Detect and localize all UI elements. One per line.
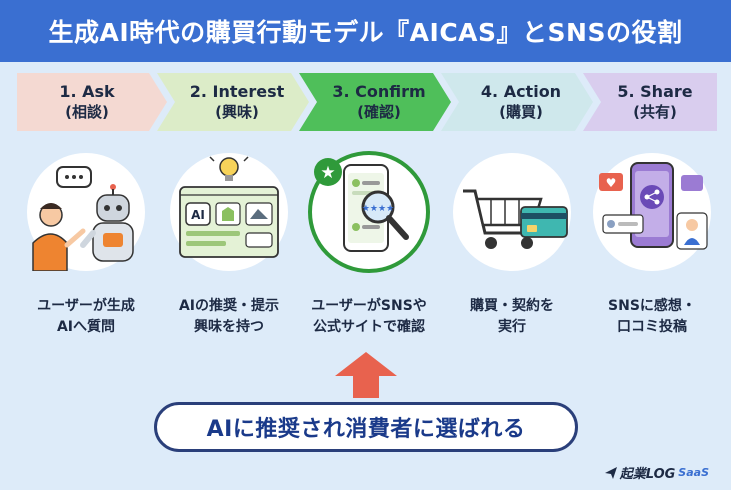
step-5-caption: SNSに感想・ 口コミ投稿 xyxy=(582,296,722,338)
step-2-caption-line1: AIの推奨・提示 xyxy=(178,298,280,314)
step-2-caption-line2: 興味を持つ xyxy=(194,319,264,335)
brand-logo: 起業LOG SaaS xyxy=(604,463,709,482)
brand-suffix: SaaS xyxy=(678,466,709,479)
step-1-caption-line1: ユーザーが生成 xyxy=(37,298,135,314)
step-2-title: 2. Interest xyxy=(189,82,285,101)
step-4-title: 4. Action xyxy=(480,82,562,101)
step-4: 4. Action (購買) xyxy=(451,73,591,131)
step-1-subtitle: (相談) xyxy=(65,103,109,121)
step-1-title: 1. Ask xyxy=(59,82,115,101)
result-text: AIに推奨され消費者に選ばれる xyxy=(206,417,526,442)
step-2-subtitle: (興味) xyxy=(215,103,259,121)
step-2-illustration: AI xyxy=(170,153,288,271)
star-badge-icon: ★ xyxy=(314,158,342,186)
step-5-caption-line1: SNSに感想・ xyxy=(608,298,696,314)
smartphone-magnifier-icon: ★★★★ xyxy=(343,164,409,252)
step-4-caption-line2: 実行 xyxy=(498,319,526,335)
step-2-caption: AIの推奨・提示 興味を持つ xyxy=(159,296,299,338)
step-flow: 1. Ask (相談) 2. Interest (興味) 3. Confirm … xyxy=(17,73,717,131)
step-2: 2. Interest (興味) xyxy=(167,73,307,131)
page-title: 生成AI時代の購買行動モデル『AICAS』とSNSの役割 xyxy=(48,18,683,47)
paper-plane-icon xyxy=(604,466,617,479)
step-1-caption-line2: AIへ質問 xyxy=(56,319,116,335)
step-5-illustration: ♥ xyxy=(593,153,711,271)
svg-text:★★★★: ★★★★ xyxy=(362,204,394,214)
star-badge-glyph: ★ xyxy=(320,163,335,183)
step-3-caption: ユーザーがSNSや 公式サイトで確認 xyxy=(299,296,439,338)
step-5-title: 5. Share xyxy=(617,82,693,101)
illustration-row: AI ★★★★ xyxy=(0,151,731,278)
ai-recommendation-screen-icon: AI xyxy=(179,156,279,258)
step-4-caption: 購買・契約を 実行 xyxy=(442,296,582,338)
step-3-caption-line1: ユーザーがSNSや xyxy=(311,298,427,314)
svg-text:♥: ♥ xyxy=(606,176,617,190)
step-3-subtitle: (確認) xyxy=(357,103,401,121)
step-3-caption-line2: 公式サイトで確認 xyxy=(313,319,425,335)
step-4-illustration xyxy=(453,153,571,271)
brand-name: 起業LOG xyxy=(619,467,676,482)
step-1: 1. Ask (相談) xyxy=(17,73,157,131)
step-5-chevron xyxy=(583,73,717,131)
step-5-caption-line2: 口コミ投稿 xyxy=(617,319,687,335)
step-4-chevron xyxy=(441,73,593,131)
step-5-subtitle: (共有) xyxy=(633,103,677,121)
ai-badge-label: AI xyxy=(191,208,205,222)
shopping-cart-card-icon xyxy=(463,189,568,249)
person-asking-robot-icon xyxy=(32,166,134,272)
step-1-illustration xyxy=(27,153,145,272)
up-arrow-icon xyxy=(335,352,397,398)
step-5: 5. Share (共有) xyxy=(593,73,717,131)
result-banner: AIに推奨され消費者に選ばれる xyxy=(154,402,578,452)
step-4-caption-line1: 購買・契約を xyxy=(470,298,554,314)
step-3-title: 3. Confirm xyxy=(332,82,426,101)
step-3-chevron xyxy=(299,73,451,131)
step-2-chevron xyxy=(157,73,309,131)
step-1-caption: ユーザーが生成 AIへ質問 xyxy=(16,296,156,338)
step-1-chevron xyxy=(17,73,167,131)
step-4-subtitle: (購買) xyxy=(499,103,543,121)
header-bar: 生成AI時代の購買行動モデル『AICAS』とSNSの役割 xyxy=(0,0,731,62)
step-3: 3. Confirm (確認) xyxy=(309,73,449,131)
step-3-illustration: ★★★★ xyxy=(308,151,430,273)
social-share-phone-icon: ♥ xyxy=(599,162,708,250)
